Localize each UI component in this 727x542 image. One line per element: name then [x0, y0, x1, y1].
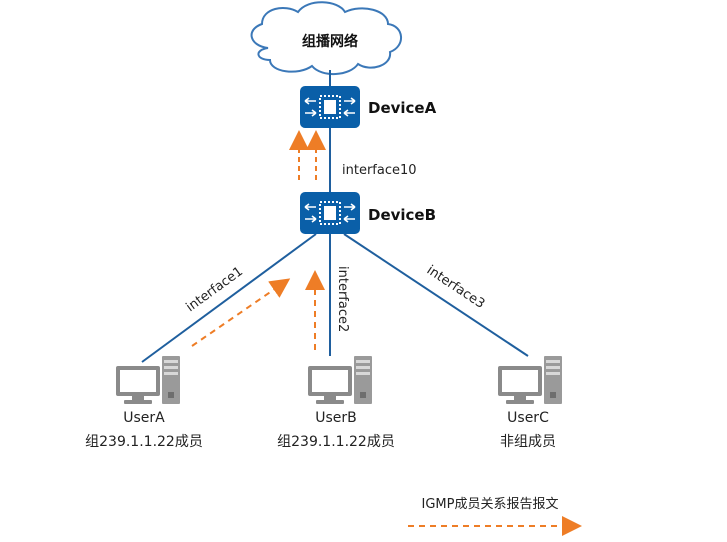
user-c: UserC 非组成员: [498, 356, 562, 450]
pc-icon: [116, 356, 180, 404]
user-c-role: 非组成员: [500, 434, 556, 450]
user-a-role: 组239.1.1.22成员: [85, 434, 203, 450]
user-a: UserA 组239.1.1.22成员: [85, 356, 203, 450]
user-a-name: UserA: [123, 410, 165, 426]
device-b-name: DeviceB: [368, 206, 436, 224]
deviceb-usera-link: [141, 233, 317, 363]
igmp-report-arrow: [191, 278, 291, 347]
user-c-name: UserC: [507, 410, 549, 426]
pc-icon: [498, 356, 562, 404]
device-b: DeviceB: [299, 191, 436, 235]
interface2-label: interface2: [335, 266, 350, 332]
legend: IGMP成员关系报告报文: [408, 497, 582, 536]
user-b-role: 组239.1.1.22成员: [277, 434, 395, 450]
interface3-label: interface3: [424, 263, 488, 312]
device-a: DeviceA: [299, 85, 437, 129]
deviceb-userc-link: [343, 233, 529, 357]
user-b-name: UserB: [315, 410, 357, 426]
interface10-label: interface10: [342, 163, 417, 178]
switch-icon: [299, 191, 361, 235]
multicast-network-cloud: 组播网络: [250, 1, 402, 75]
device-a-name: DeviceA: [368, 99, 437, 117]
user-b: UserB 组239.1.1.22成员: [277, 356, 395, 450]
legend-label: IGMP成员关系报告报文: [422, 497, 559, 512]
cloud-label: 组播网络: [302, 33, 358, 50]
pc-icon: [308, 356, 372, 404]
switch-icon: [299, 85, 361, 129]
